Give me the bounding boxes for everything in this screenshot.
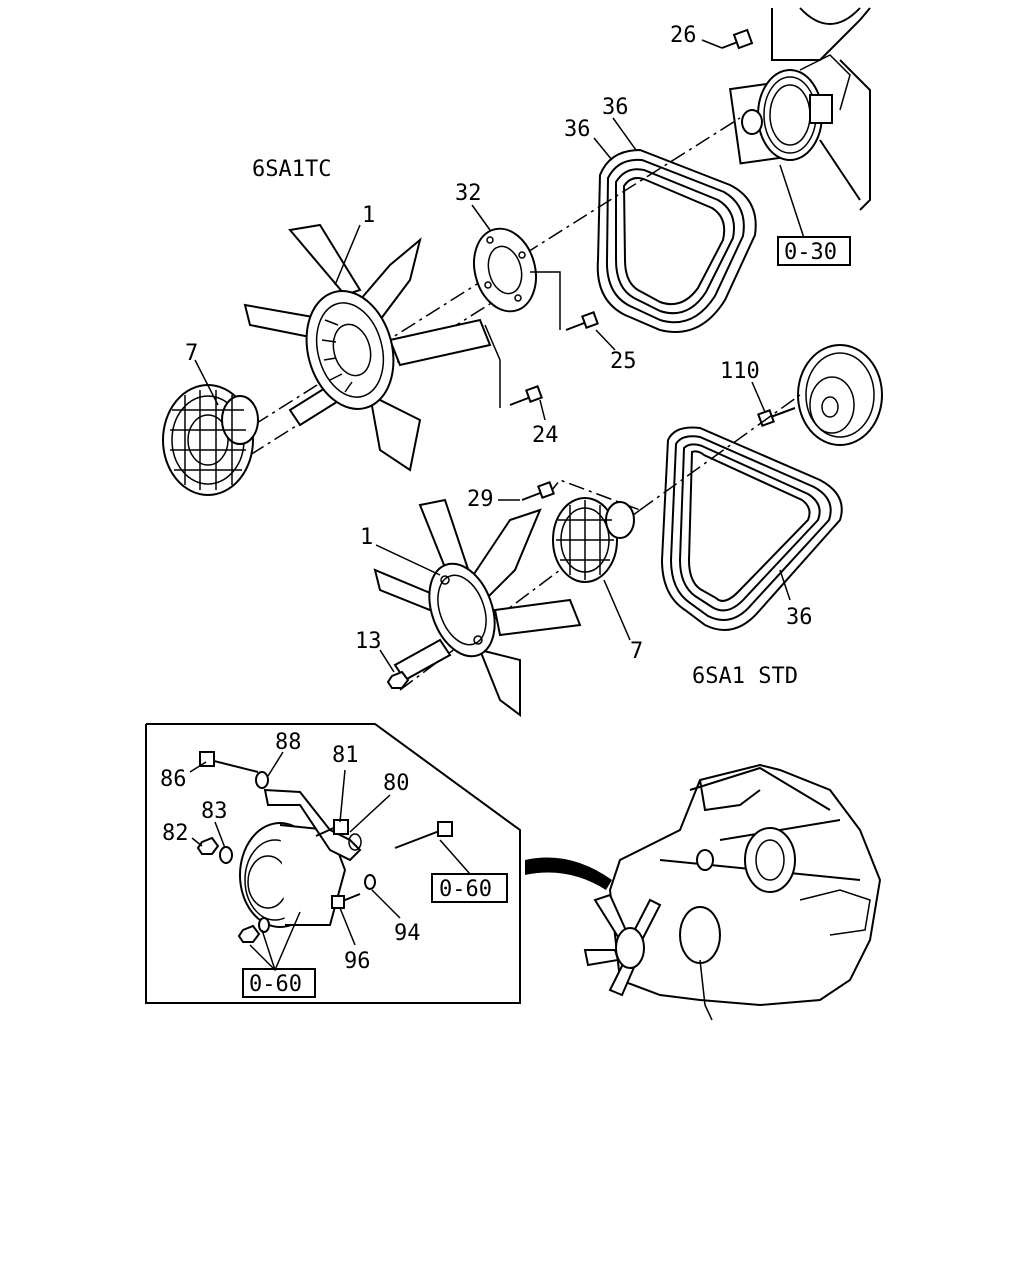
ref-label-o60-b: 0-60: [249, 972, 302, 997]
callout-24: 24: [532, 423, 559, 448]
variant-label-turbo: 6SA1TC: [252, 157, 331, 182]
centerline-lower-b: [639, 394, 801, 511]
fan-clutch-7-upper: [162, 384, 259, 496]
leader-o60-b2: [261, 929, 276, 971]
bolt-26: [721, 28, 754, 50]
bolt-25: [530, 271, 599, 331]
ref-box-o30: [777, 236, 851, 266]
alternator-assembly: [239, 788, 362, 928]
ref-label-o30: 0-30: [784, 240, 837, 265]
engine-overview: [583, 763, 882, 1021]
ref-box-o60-b: [242, 968, 316, 998]
cooling-fan-1-lower: [373, 498, 582, 717]
inset-detail-box: [145, 723, 521, 1004]
cooling-fan-1-upper: [243, 223, 492, 472]
ref-box-o60-a: [431, 873, 508, 903]
water-pump-assembly: [728, 7, 871, 211]
callout-7-lower: 7: [630, 639, 643, 664]
callout-29: 29: [467, 487, 494, 512]
callout-25: 25: [610, 349, 637, 374]
inset-fasteners: [196, 751, 453, 943]
bolt-29: [521, 481, 555, 501]
callout-96: 96: [344, 949, 371, 974]
callout-26: 26: [670, 23, 697, 48]
bolt-24: [484, 324, 543, 408]
callout-13: 13: [355, 629, 382, 654]
spacer-32: [473, 227, 537, 313]
callout-1-upper: 1: [362, 203, 375, 228]
variant-label-standard: 6SA1 STD: [692, 664, 798, 689]
callout-1-lower: 1: [360, 525, 373, 550]
callout-36-c: 36: [786, 605, 813, 630]
callout-86: 86: [160, 767, 187, 792]
callout-36-a: 36: [602, 95, 629, 120]
callout-83: 83: [201, 799, 228, 824]
pulley-110: [757, 344, 883, 446]
callout-110: 110: [720, 359, 760, 384]
nut-13: [386, 670, 410, 689]
fan-clutch-7-lower: [552, 497, 635, 583]
ref-label-o60-a: 0-60: [439, 877, 492, 902]
v-belt-set-36-lower: [660, 426, 843, 631]
callout-82: 82: [162, 821, 189, 846]
v-belt-set-36-upper: [596, 148, 757, 333]
callout-80: 80: [383, 771, 410, 796]
callout-88: 88: [275, 730, 302, 755]
callout-94: 94: [394, 921, 421, 946]
callout-81: 81: [332, 743, 359, 768]
callout-7-upper: 7: [185, 341, 198, 366]
callout-36-b: 36: [564, 117, 591, 142]
pointer-arrow: [525, 857, 612, 890]
callout-32: 32: [455, 181, 482, 206]
callout-leaders: [189, 39, 805, 946]
